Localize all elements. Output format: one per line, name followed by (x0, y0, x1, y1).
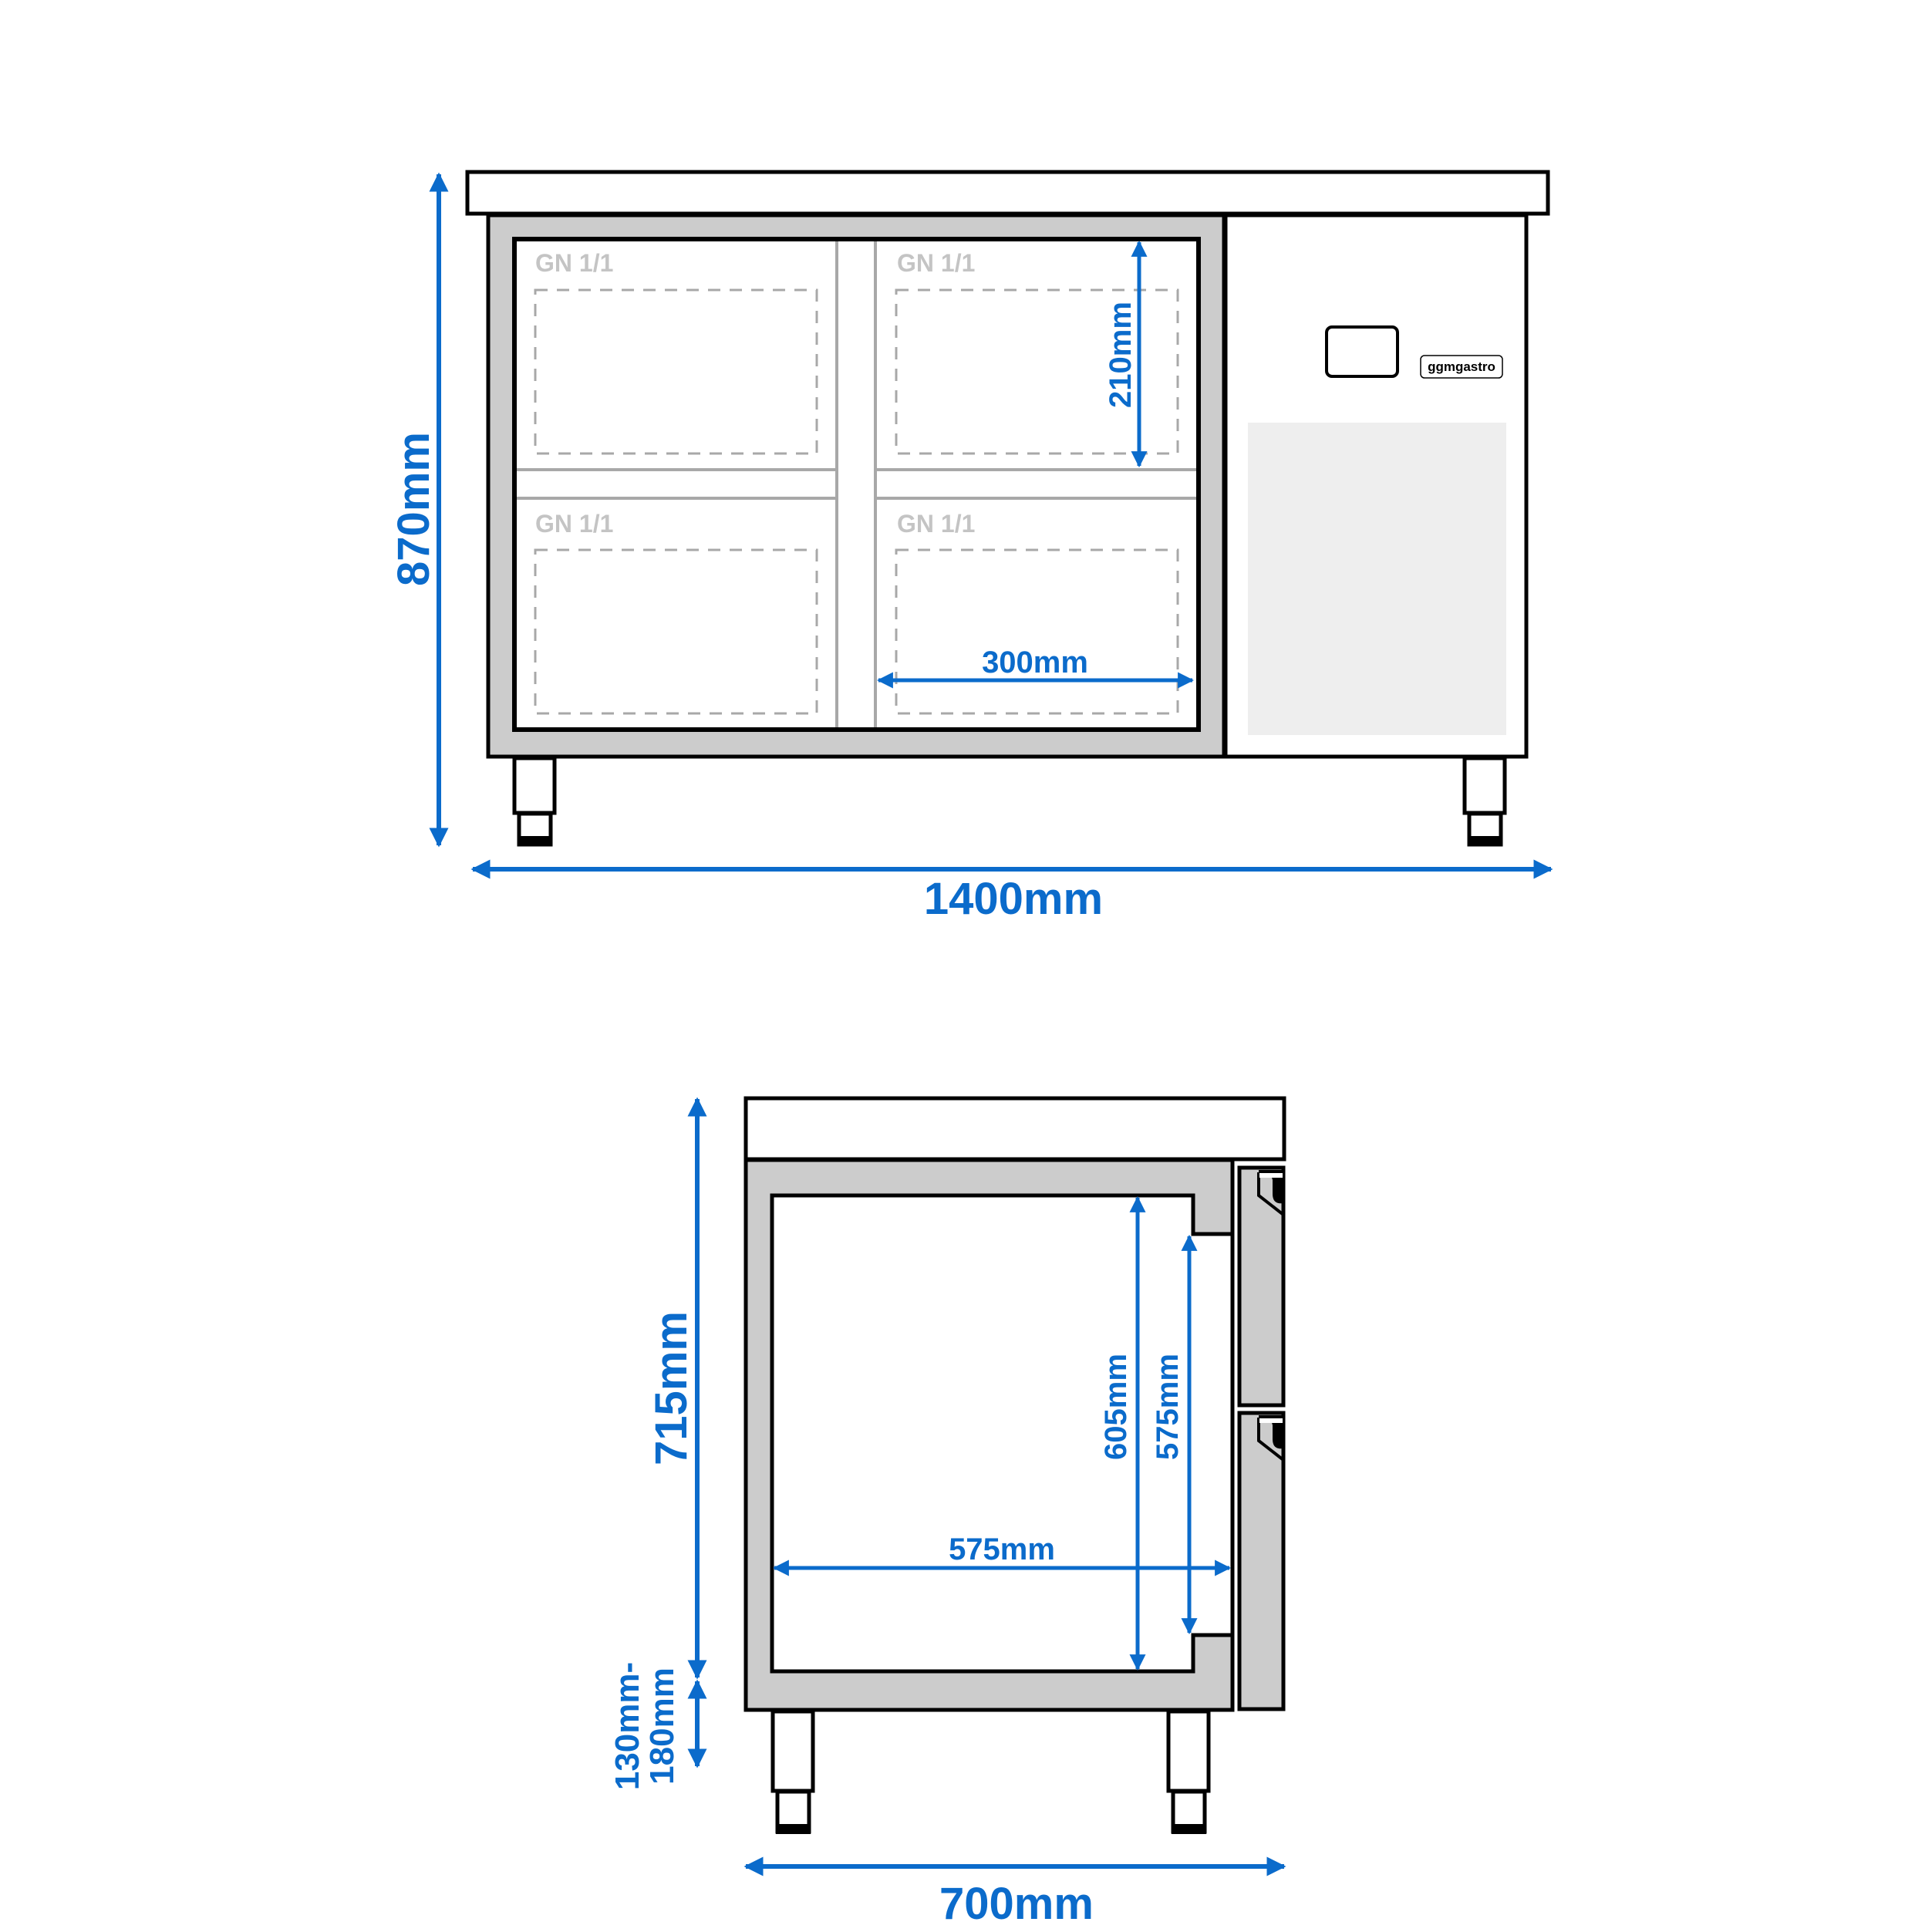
inner-depth-dimension-label: 575mm (949, 1532, 1055, 1566)
ventilation-panel (1248, 423, 1506, 735)
front-leg-right (1462, 756, 1507, 847)
gn-label-bottom-right: GN 1/1 (897, 510, 975, 538)
width-dimension-label: 1400mm (924, 874, 1103, 924)
gn-pan-top-left (534, 288, 818, 455)
body-height-dimension-label: 715mm (646, 1311, 696, 1465)
control-display-icon (1325, 325, 1399, 378)
leg-height-label-line2: 180mm (643, 1667, 681, 1785)
gn-height-dimension-label: 210mm (1104, 302, 1138, 408)
gn-label-top-left: GN 1/1 (535, 249, 613, 277)
gn-pans (534, 288, 1179, 715)
drawer-front-top (1237, 1165, 1286, 1408)
brand-label: ggmgastro (1428, 359, 1495, 374)
height-dimension-label: 870mm (389, 432, 439, 586)
inner-height-dimension-label: 605mm (1099, 1354, 1133, 1460)
door-height-dimension-label: 575mm (1151, 1354, 1185, 1460)
gn-pan-bottom-left (534, 548, 818, 715)
glass-door-frame (512, 237, 1201, 732)
front-countertop (465, 170, 1550, 216)
gn-pan-top-right (895, 288, 1179, 455)
side-countertop (743, 1096, 1286, 1162)
brand-badge (1420, 355, 1503, 379)
depth-dimension-label: 700mm (939, 1879, 1094, 1929)
side-leg-right (1166, 1709, 1211, 1834)
gn-dividers (517, 241, 1196, 727)
drawer-front-bottom (1237, 1411, 1286, 1711)
side-leg-left (770, 1709, 815, 1834)
gn-label-bottom-left: GN 1/1 (535, 510, 613, 538)
gn-label-top-right: GN 1/1 (897, 249, 975, 277)
front-leg-left (512, 756, 557, 847)
leg-height-label-line1: 130mm- (609, 1662, 646, 1790)
gn-pan-bottom-right (895, 548, 1179, 715)
front-view: GN 1/1 GN 1/1 GN 1/1 GN 1/1 ggmgastro 87… (389, 170, 1553, 924)
gn-width-dimension-label: 300mm (982, 646, 1088, 679)
side-view: 715mm 130mm- 180mm 605mm 575mm 575mm 700… (609, 1096, 1286, 1929)
